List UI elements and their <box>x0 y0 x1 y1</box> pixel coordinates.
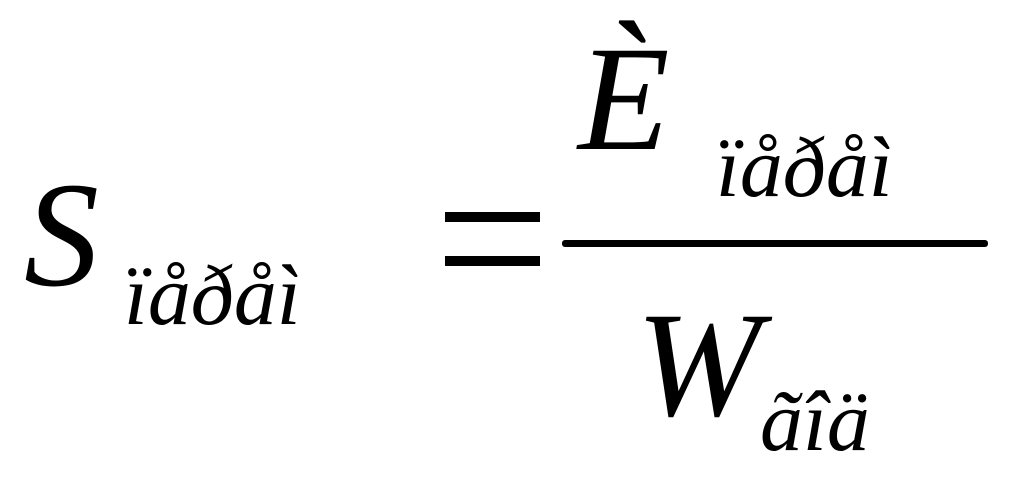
denominator-symbol: W <box>636 282 761 448</box>
fraction-bar <box>562 240 988 247</box>
lhs-symbol: S <box>24 152 99 318</box>
numerator-subscript: ïåðåì <box>716 119 893 215</box>
numerator-symbol: È <box>578 16 670 182</box>
denominator-subscript: ãîä <box>760 373 870 469</box>
equals-bar-bottom <box>445 256 540 266</box>
lhs-subscript: ïåðåì <box>124 247 301 343</box>
equals-bar-top <box>445 212 540 222</box>
equals-sign <box>445 212 540 266</box>
